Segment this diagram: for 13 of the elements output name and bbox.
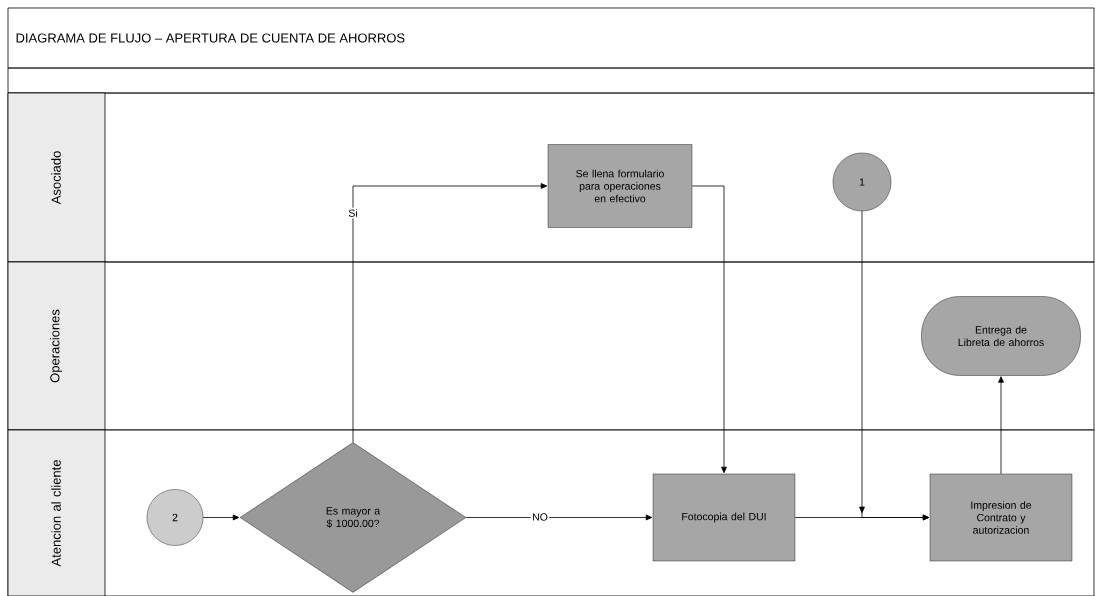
title: DIAGRAMA DE FLUJO – APERTURA DE CUENTA DE AHORROS (16, 33, 405, 43)
arrow (859, 210, 930, 521)
process-box: Impresion de Contrato y autorizacion (929, 473, 1073, 562)
arrow (691, 185, 727, 474)
arrow (352, 183, 548, 443)
arrow (465, 514, 653, 521)
process-box: Se llena formulario para operaciones en efectivo (547, 144, 693, 228)
arrow (998, 376, 1004, 475)
process-box: Fotocopia del DUI (652, 473, 796, 562)
edge-label: Si (346, 207, 360, 219)
arrow (202, 514, 240, 521)
edge-label: NO (530, 511, 550, 523)
terminal-box: Entrega de Libreta de ahorros (921, 296, 1081, 376)
